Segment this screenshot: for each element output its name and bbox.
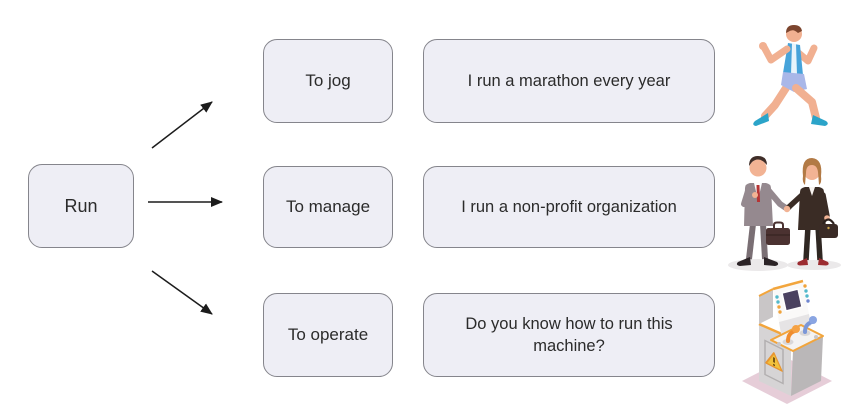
arrow-run-to-jog xyxy=(151,101,213,149)
handbag xyxy=(819,218,838,238)
runner-front-arm xyxy=(759,42,791,64)
meaning-label: To jog xyxy=(305,71,351,90)
machine-screen xyxy=(781,288,803,312)
businessman xyxy=(736,156,790,266)
briefcase xyxy=(766,221,790,245)
meaning-box-to-jog: To jog xyxy=(263,39,393,123)
handshake-hands xyxy=(783,205,791,213)
example-box-manage: I run a non-profit organization xyxy=(423,166,715,248)
runner-head xyxy=(786,25,802,42)
control-machine-illustration xyxy=(742,279,832,404)
example-sentence: I run a non-profit organization xyxy=(461,197,677,216)
meaning-box-to-manage: To manage xyxy=(263,166,393,248)
example-sentence: Do you know how to run this machine? xyxy=(465,314,673,355)
example-box-operate: Do you know how to run this machine? xyxy=(423,293,715,377)
root-word-box: Run xyxy=(28,164,134,248)
warning-panel xyxy=(764,339,784,385)
example-sentence: I run a marathon every year xyxy=(467,71,671,90)
meaning-label: To operate xyxy=(287,325,369,344)
machine-cabinet xyxy=(758,279,824,396)
joystick-orange xyxy=(782,325,800,345)
joystick-blue xyxy=(799,316,817,336)
root-word-label: Run xyxy=(64,195,98,216)
running-man-illustration xyxy=(753,25,828,126)
business-handshake-illustration xyxy=(728,156,841,271)
runner-front-leg xyxy=(792,84,828,126)
businesswoman xyxy=(783,158,838,266)
meaning-label: To manage xyxy=(285,197,371,216)
machine-buttons xyxy=(775,284,810,314)
arrow-run-to-operate xyxy=(151,270,213,315)
example-box-jog: I run a marathon every year xyxy=(423,39,715,123)
meaning-box-to-operate: To operate xyxy=(263,293,393,377)
